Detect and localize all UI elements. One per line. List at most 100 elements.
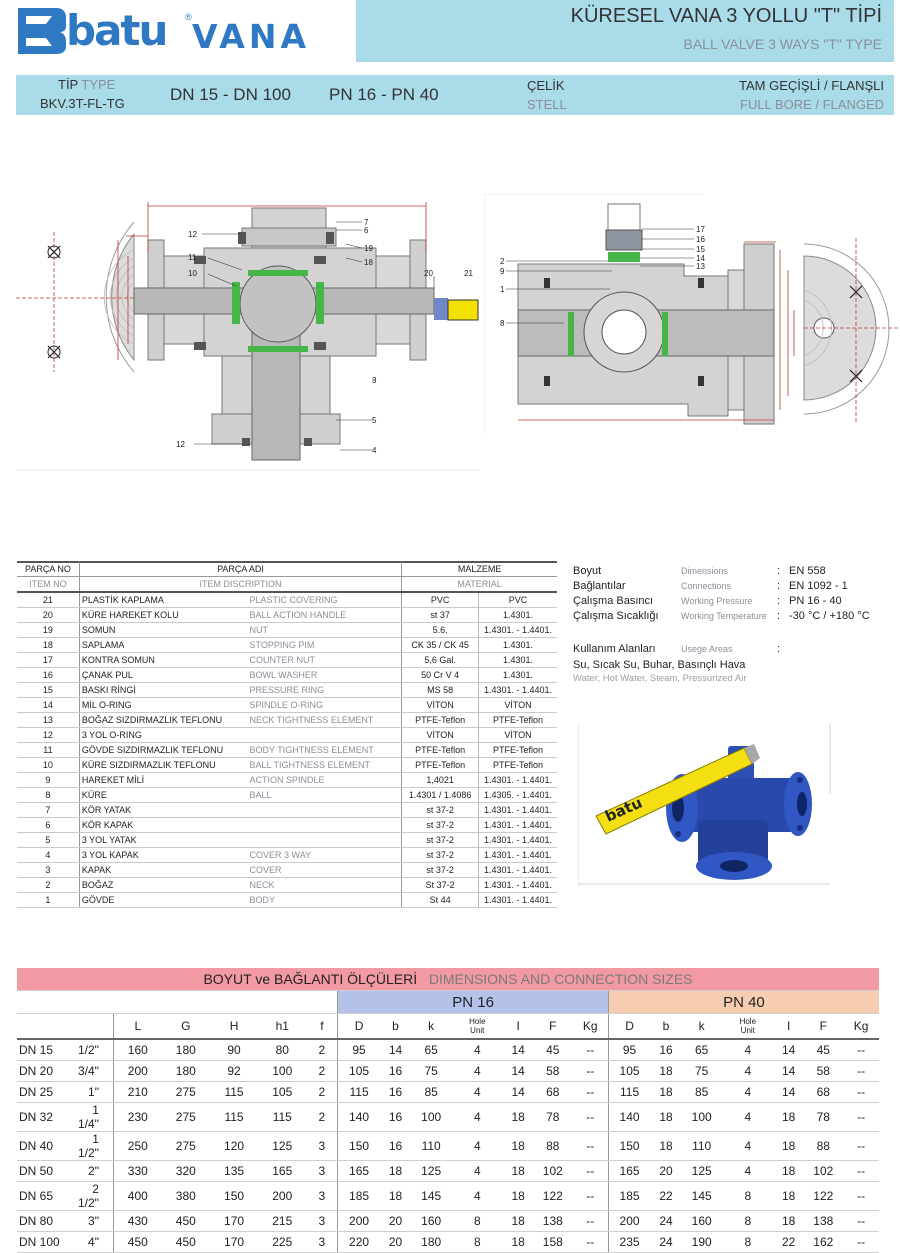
model-code: BKV.3T-FL-TG (40, 96, 125, 111)
dn-size: DN 25 (17, 1081, 70, 1103)
dims-cell: -- (843, 1081, 879, 1103)
dims-cell: 115 (209, 1102, 259, 1132)
part-name-tr: KONTRA SOMUN (79, 652, 248, 668)
part-material-1: 1.4301 / 1.4086 (401, 787, 480, 803)
part-name-tr: 3 YOL KAPAK (79, 847, 248, 863)
part-material-2: 1.4301. - 1.4401. (478, 622, 557, 638)
hole-label: Hole (469, 1017, 486, 1026)
type-label-en: TYPE (81, 77, 116, 92)
parts-table: PARÇA NO PARÇA ADI MALZEME ITEM NO ITEM … (17, 562, 557, 908)
spec-label-en: Connections (681, 581, 732, 591)
part-material-1: 1,4021 (401, 772, 480, 788)
part-material-2: 1.4301. (478, 667, 557, 683)
part-name-tr: GÖVDE (79, 892, 248, 908)
dims-cell: 2 (306, 1081, 339, 1103)
dims-cell: 185 (607, 1181, 651, 1211)
part-name-tr: GÖVDE SIZDIRMAZLIK TEFLONU (79, 742, 248, 758)
dims-cell: 115 (607, 1081, 651, 1103)
spec-colon: : (777, 580, 781, 592)
part-material-2: PTFE-Teflon (478, 757, 557, 773)
dims-cell: 160 (113, 1039, 162, 1061)
dims-cell: 115 (209, 1081, 259, 1103)
dims-cell: 100 (681, 1102, 722, 1132)
header-item-no-tr: PARÇA NO (17, 562, 80, 577)
part-name-en: NUT (247, 622, 403, 638)
dims-cell: -- (843, 1231, 879, 1253)
callout-14: 14 (696, 254, 705, 263)
part-no: 12 (17, 727, 80, 743)
callout-8: 8 (500, 319, 505, 328)
dims-cell: 16 (650, 1039, 682, 1061)
dims-cell: 2 (306, 1039, 339, 1061)
dims-cell: 200 (337, 1210, 380, 1232)
dn-size: DN 80 (17, 1210, 70, 1232)
spec-value: -30 °C / +180 °C (789, 610, 870, 622)
usage-row: Kullanım Alanları Usege Areas : (573, 643, 893, 665)
part-name-tr: BOĞAZ SIZDIRMAZLIK TEFLONU (79, 712, 248, 728)
dims-cell: 100 (411, 1102, 452, 1132)
parts-header-en: ITEM NO ITEM DISCRIPTION MATERIAL (17, 576, 557, 593)
part-name-tr: SOMUN (79, 622, 248, 638)
dims-cell: 125 (411, 1160, 452, 1182)
part-material-2: 1.4301. - 1.4401. (478, 862, 557, 878)
callout-17: 17 (696, 225, 705, 234)
part-no: 15 (17, 682, 80, 698)
callout-6: 6 (364, 226, 369, 235)
dims-title: BOYUT ve BAĞLANTI ÖLÇÜLERİ DIMENSIONS AN… (17, 968, 879, 991)
callout-19: 19 (364, 244, 373, 253)
dims-cell: -- (572, 1060, 609, 1082)
dims-cell: -- (843, 1160, 879, 1182)
dims-cell: 135 (209, 1160, 259, 1182)
dims-cell: 125 (258, 1131, 307, 1161)
callout-2: 2 (500, 257, 505, 266)
dims-cell: 2 (306, 1060, 339, 1082)
section-drawing-front: 12 11 10 7 6 19 18 20 21 3 5 12 4 (16, 202, 480, 471)
col-header: G (161, 1013, 210, 1040)
callout-10: 10 (188, 269, 197, 278)
part-no: 1 (17, 892, 80, 908)
part-name-en: BALL ACTION HANDLE (247, 607, 403, 623)
dims-cell: 225 (258, 1231, 307, 1253)
dims-cell: 18 (774, 1131, 804, 1161)
part-material-2: 1.4301. - 1.4401. (478, 892, 557, 908)
dims-cell: 115 (258, 1102, 307, 1132)
dims-cell: 4 (451, 1160, 504, 1182)
dims-cell: -- (572, 1131, 609, 1161)
part-no: 10 (17, 757, 80, 773)
col-header: k (681, 1013, 722, 1040)
callout-5: 5 (372, 416, 377, 425)
dims-title-en: DIMENSIONS AND CONNECTION SIZES (428, 971, 693, 987)
callout-15: 15 (696, 245, 705, 254)
part-name-tr: KÖR YATAK (79, 802, 248, 818)
dims-cell: 170 (209, 1210, 259, 1232)
dims-cell: 8 (721, 1231, 774, 1253)
part-name-en: NECK (247, 877, 403, 893)
inch-size: 2 1/2" (69, 1181, 114, 1211)
dims-cell: 95 (337, 1039, 380, 1061)
dims-cell: 24 (650, 1210, 682, 1232)
col-header: f (306, 1013, 339, 1040)
dims-cell: 85 (411, 1081, 452, 1103)
dims-cell: 18 (503, 1131, 533, 1161)
callout-20: 20 (424, 269, 433, 278)
dims-cell: 110 (411, 1131, 452, 1161)
dims-cell: 210 (113, 1081, 162, 1103)
dims-cell: -- (843, 1102, 879, 1132)
dims-cell: 3 (306, 1131, 339, 1161)
part-name-tr: KÖR KAPAK (79, 817, 248, 833)
dims-cell: 65 (411, 1039, 452, 1061)
col-header: b (379, 1013, 412, 1040)
dims-cell: -- (843, 1060, 879, 1082)
part-material-1: st 37-2 (401, 862, 480, 878)
part-no: 7 (17, 802, 80, 818)
part-no: 19 (17, 622, 80, 638)
page-title: KÜRESEL VANA 3 YOLLU "T" TİPİ (570, 5, 882, 27)
